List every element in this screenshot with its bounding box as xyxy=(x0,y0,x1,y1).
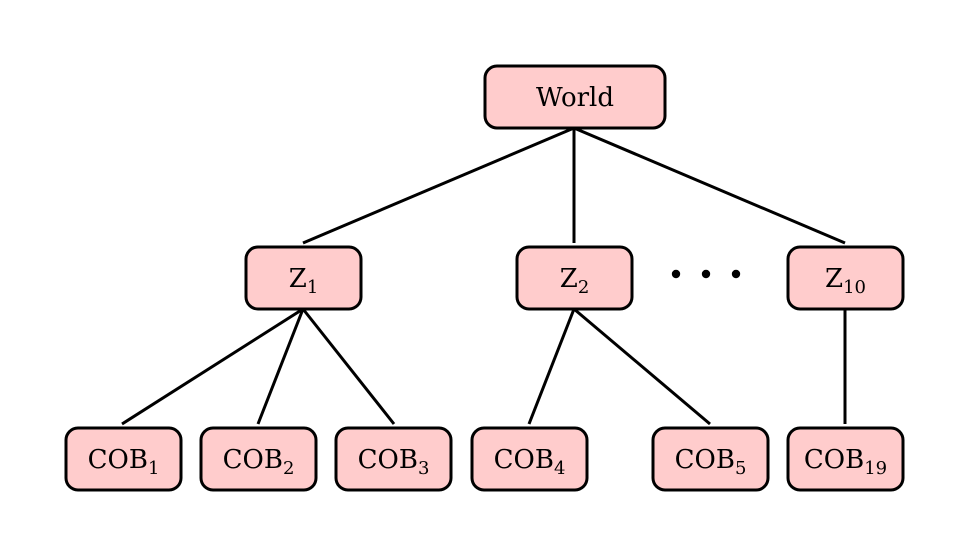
node-label: COB1 xyxy=(88,445,160,479)
node-label-subscript: 10 xyxy=(843,277,866,298)
node-label: Z2 xyxy=(560,264,590,298)
node-box xyxy=(64,426,183,492)
node-box xyxy=(651,426,770,492)
node-label: COB2 xyxy=(223,445,295,479)
node-label-main: COB xyxy=(804,445,864,475)
node-cob19: COB19 xyxy=(786,426,905,492)
node-label: COB5 xyxy=(675,445,747,479)
edge-z1-cob1 xyxy=(121,307,304,426)
node-label-main: Z xyxy=(560,264,578,294)
edge-world-z10 xyxy=(573,126,846,245)
ellipsis xyxy=(671,269,741,279)
node-label-main: COB xyxy=(494,445,554,475)
node-label-subscript: 5 xyxy=(735,458,746,479)
node-cob3: COB3 xyxy=(334,426,453,492)
node-box xyxy=(199,426,318,492)
node-label-subscript: 1 xyxy=(148,458,159,479)
node-label-main: Z xyxy=(825,264,843,294)
edge-world-z1 xyxy=(302,126,575,245)
node-cob2: COB2 xyxy=(199,426,318,492)
node-cob1: COB1 xyxy=(64,426,183,492)
node-z10: Z10 xyxy=(786,245,905,311)
edge-z2-cob4 xyxy=(527,308,576,425)
node-box xyxy=(515,245,634,311)
node-world: World xyxy=(483,64,667,130)
edge-z1-cob3 xyxy=(301,308,396,425)
node-label: COB19 xyxy=(804,445,887,479)
edge-z1-cob2 xyxy=(256,308,305,425)
node-label-main: COB xyxy=(358,445,418,475)
ellipsis-dot-1 xyxy=(671,269,681,279)
ellipsis-dot-2 xyxy=(701,269,711,279)
node-label-subscript: 2 xyxy=(283,458,294,479)
node-label-main: COB xyxy=(88,445,148,475)
node-z1: Z1 xyxy=(244,245,363,311)
node-box xyxy=(483,64,667,130)
node-label-main: World xyxy=(536,83,614,113)
node-label: Z10 xyxy=(825,264,866,298)
node-label: World xyxy=(536,83,614,113)
node-box xyxy=(786,426,905,492)
edge-z2-cob5 xyxy=(573,307,711,426)
node-label: COB3 xyxy=(358,445,430,479)
node-label: Z1 xyxy=(289,264,319,298)
node-box xyxy=(786,245,905,311)
node-box xyxy=(470,426,589,492)
node-box xyxy=(244,245,363,311)
node-label-subscript: 2 xyxy=(578,277,589,298)
node-label-main: COB xyxy=(223,445,283,475)
node-cob5: COB5 xyxy=(651,426,770,492)
node-label: COB4 xyxy=(494,445,566,479)
node-label-subscript: 19 xyxy=(864,458,887,479)
node-z2: Z2 xyxy=(515,245,634,311)
node-label-main: Z xyxy=(289,264,307,294)
edges-layer xyxy=(121,126,847,426)
node-box xyxy=(334,426,453,492)
node-label-subscript: 1 xyxy=(307,277,318,298)
node-cob4: COB4 xyxy=(470,426,589,492)
node-label-subscript: 3 xyxy=(418,458,429,479)
node-label-main: COB xyxy=(675,445,735,475)
node-label-subscript: 4 xyxy=(554,458,565,479)
ellipsis-dot-3 xyxy=(731,269,741,279)
